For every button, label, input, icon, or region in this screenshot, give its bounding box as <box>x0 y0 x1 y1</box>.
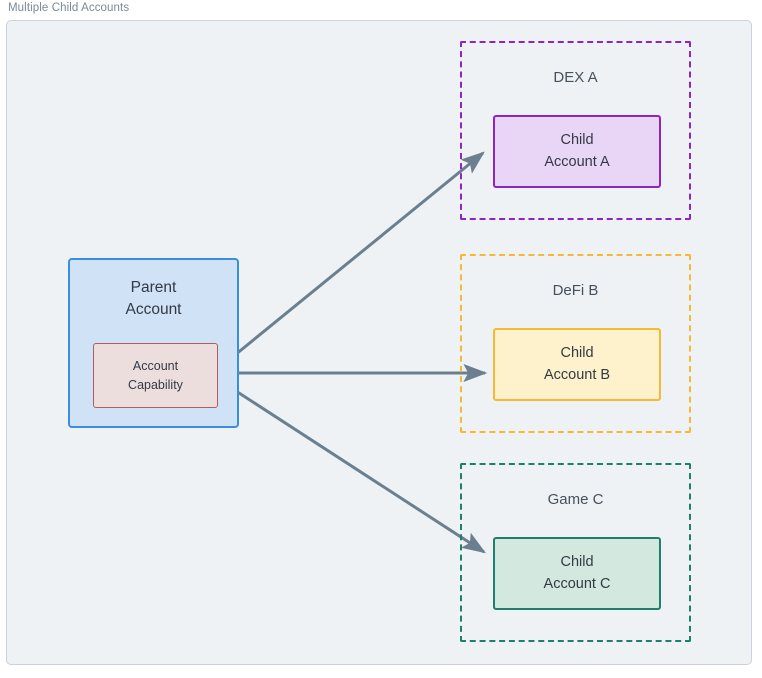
parent-account-label: Parent Account <box>125 279 182 319</box>
group-container-dex[interactable]: DEX A <box>460 41 691 220</box>
child-account-b-node[interactable]: Child Account B <box>493 328 661 401</box>
group-container-game[interactable]: Game C <box>460 463 691 642</box>
account-capability-node[interactable]: Account Capability <box>93 343 218 408</box>
child-account-c-node[interactable]: Child Account C <box>493 537 661 610</box>
child-account-a-node[interactable]: Child Account A <box>493 115 661 188</box>
group-label-defi: DeFi B <box>552 282 599 299</box>
group-label-game: Game C <box>547 491 604 508</box>
group-container-defi[interactable]: DeFi B <box>460 254 691 433</box>
frame-title: Multiple Child Accounts <box>8 2 130 14</box>
group-label-dex: DEX A <box>553 69 598 86</box>
